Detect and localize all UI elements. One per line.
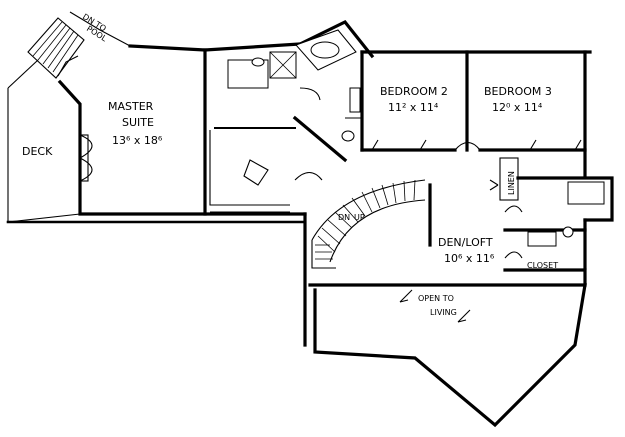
den-loft-label: DEN/LOFT (438, 236, 493, 249)
master-suite-dims: 13⁶ x 18⁶ (112, 134, 163, 147)
bedroom-3-dims: 12⁰ x 11⁴ (492, 101, 543, 114)
master-suite-label-2: SUITE (122, 116, 154, 129)
master-suite-label-1: MASTER (108, 100, 154, 113)
closet-label: CLOSET (527, 261, 558, 270)
open-to-label: OPEN TO (418, 294, 454, 303)
room-labels: MASTER SUITE 13⁶ x 18⁶ BEDROOM 2 11² x 1… (22, 12, 558, 317)
stair-dn-label: DN (338, 213, 350, 222)
stair-up-label: UP (354, 213, 365, 222)
bedroom-3-label: BEDROOM 3 (484, 85, 552, 98)
master-bath-fixtures (227, 29, 363, 150)
bedroom-doors (371, 139, 582, 151)
curved-stairs (311, 179, 426, 269)
master-closet (209, 87, 323, 206)
exterior-walls (6, 19, 614, 428)
living-label: LIVING (430, 308, 457, 317)
stairs-to-pool (27, 11, 131, 79)
deck-label: DECK (22, 145, 53, 158)
deck-door (79, 134, 93, 182)
bedroom-2-dims: 11² x 11⁴ (388, 101, 439, 114)
linen-and-bath (489, 157, 605, 259)
open-to-living-arrows (399, 289, 471, 323)
den-loft-dims: 10⁶ x 11⁶ (444, 252, 495, 265)
bedroom-2-label: BEDROOM 2 (380, 85, 448, 98)
linen-label: LINEN (507, 171, 516, 195)
